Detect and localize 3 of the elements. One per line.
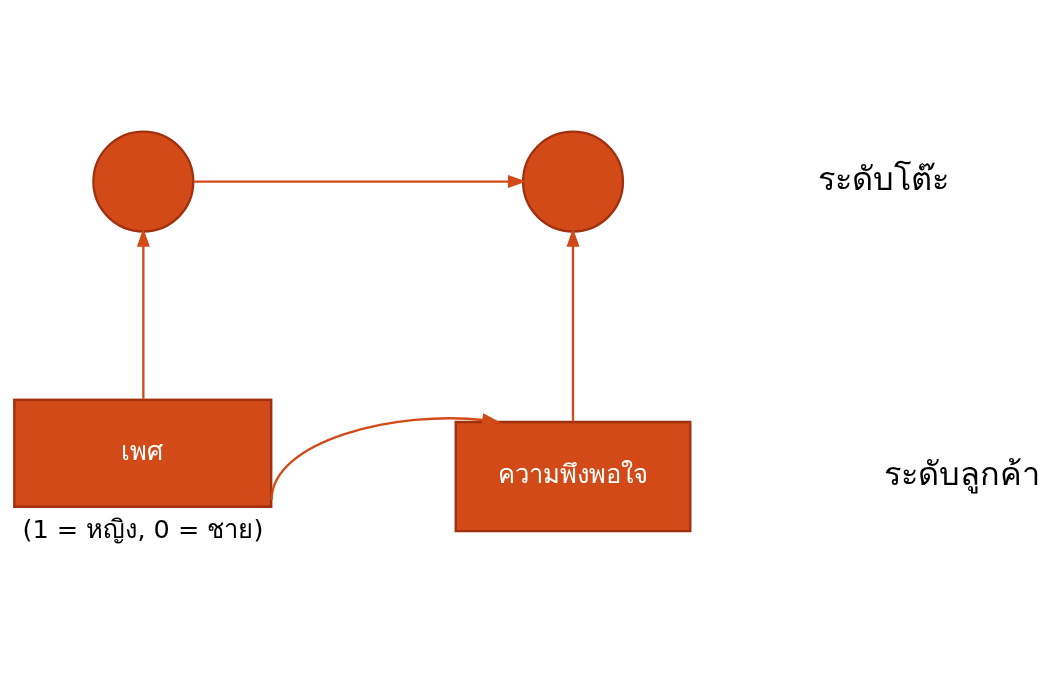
label: ระดับโต๊ะ	[817, 159, 949, 198]
label: ระดับลูกค้า	[884, 454, 1041, 493]
node-label: (1 = หญิง, 0 = ชาย)	[22, 513, 264, 544]
